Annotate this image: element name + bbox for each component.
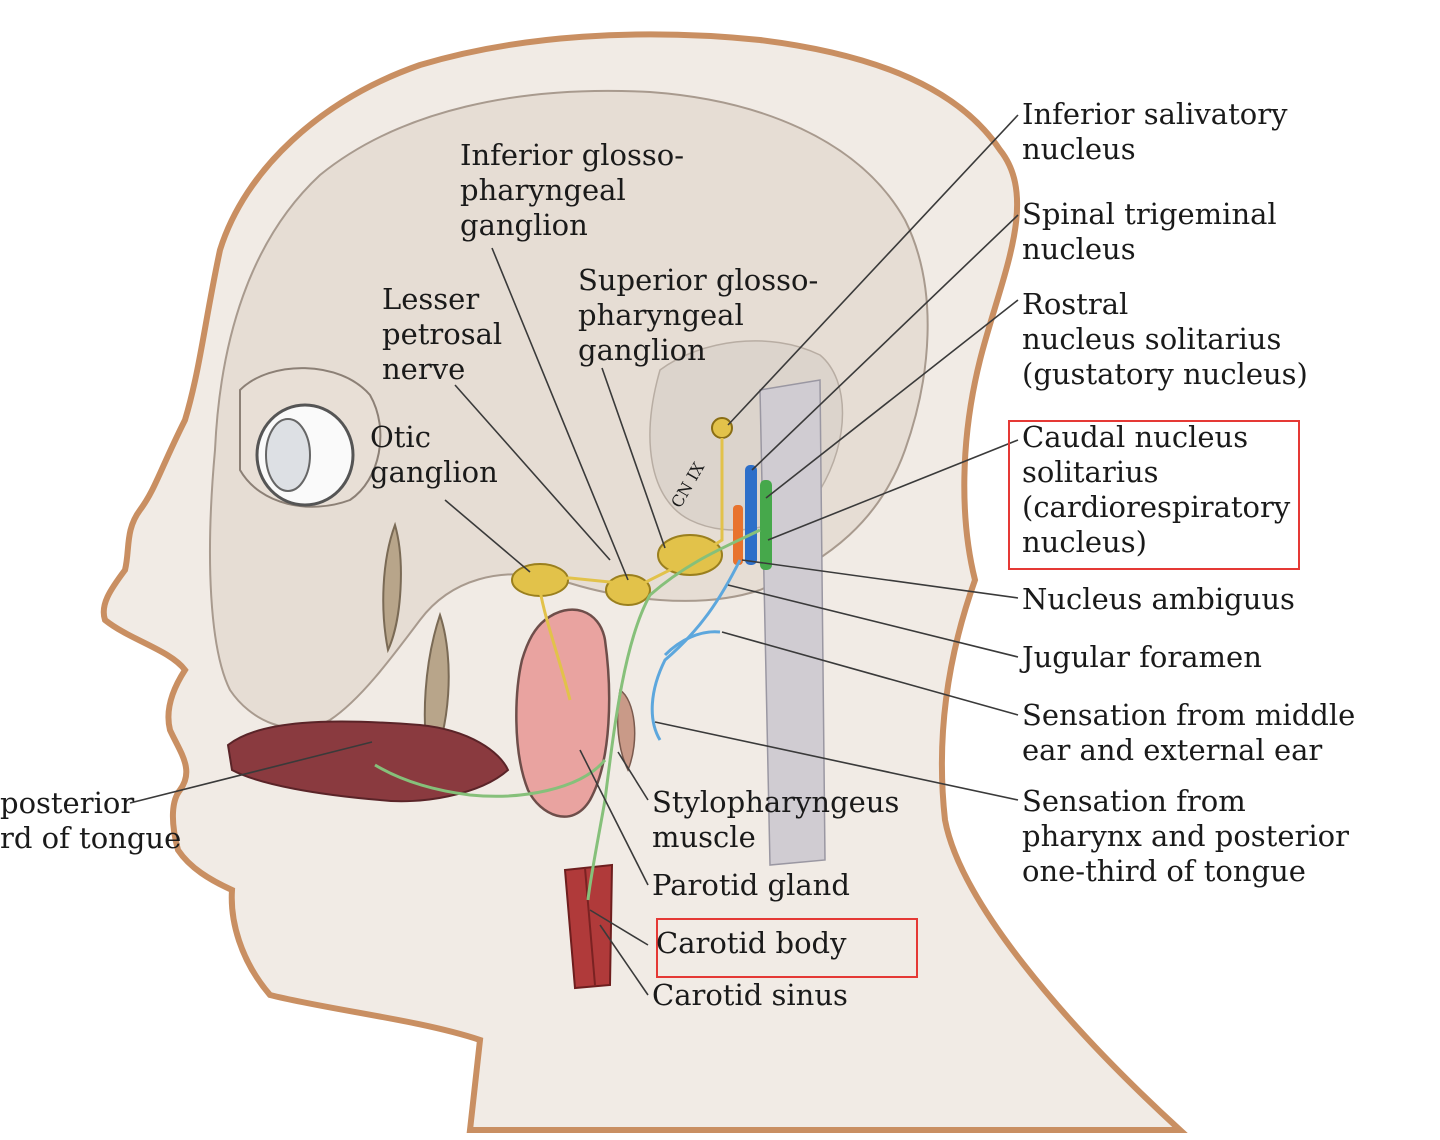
label-line: ear and external ear (1022, 733, 1323, 767)
label-line: pharyngeal (460, 173, 626, 207)
label-rostral-nucleus-solitarius: Rostral nucleus solitarius (gustatory nu… (1022, 287, 1308, 392)
inferior-salivatory-nucleus-shape (711, 417, 733, 439)
label-line: Sensation from (1022, 784, 1246, 818)
highlight-box-caudal-nucleus (1008, 420, 1300, 570)
label-line: ganglion (578, 333, 706, 367)
zygomatic-bone (382, 521, 402, 654)
label-lesser-petrosal-nerve: Lesser petrosal nerve (382, 282, 502, 387)
label-line: (gustatory nucleus) (1022, 357, 1308, 391)
label-line: nucleus (1022, 132, 1136, 166)
label-inferior-glossopharyngeal-ganglion: Inferior glosso- pharyngeal ganglion (460, 138, 684, 243)
spinal-trigeminal-nucleus-shape (745, 465, 757, 565)
nerve-fiber-blue (650, 559, 742, 741)
label-line: Spinal trigeminal (1022, 197, 1277, 231)
label-line: one-third of tongue (1022, 854, 1306, 888)
label-sensation-pharynx: Sensation from pharynx and posterior one… (1022, 784, 1349, 889)
label-stylopharyngeus-muscle: Stylopharyngeus muscle (652, 785, 899, 855)
nerve-fiber-green (586, 528, 761, 901)
label-caudal-nucleus-solitarius: Caudal nucleus solitarius (cardiorespira… (1022, 420, 1290, 560)
label-line: nucleus) (1022, 525, 1147, 559)
nerve-fiber-blue-ear (663, 630, 721, 657)
pupil-shade (265, 418, 311, 492)
label-spinal-trigeminal-nucleus: Spinal trigeminal nucleus (1022, 197, 1277, 267)
superior-ganglion-shape (657, 534, 723, 576)
label-superior-glossopharyngeal-ganglion: Superior glosso- pharyngeal ganglion (578, 263, 818, 368)
label-line: Inferior salivatory (1022, 97, 1288, 131)
label-line: nucleus (1022, 232, 1136, 266)
label-line: Inferior glosso- (460, 138, 685, 172)
label-jugular-foramen: Jugular foramen (1022, 640, 1262, 674)
nucleus-ambiguus-shape (733, 505, 743, 565)
nucleus-solitarius-shape (760, 480, 772, 570)
label-otic-ganglion: Otic ganglion (370, 420, 498, 490)
label-line: muscle (652, 820, 756, 854)
label-line: pharyngeal (578, 298, 744, 332)
label-line: solitarius (1022, 455, 1159, 489)
label-inferior-salivatory-nucleus: Inferior salivatory nucleus (1022, 97, 1287, 167)
label-carotid-body: Carotid body (656, 926, 847, 960)
carotid-artery (563, 863, 614, 990)
label-line: Caudal nucleus (1022, 420, 1249, 454)
label-line: ganglion (460, 208, 588, 242)
label-sensation-ear: Sensation from middle ear and external e… (1022, 698, 1355, 768)
label-line: pharynx and posterior (1022, 819, 1349, 853)
label-line: ganglion (370, 455, 498, 489)
tongue (226, 720, 510, 803)
nerve-fiber-green-tongue (374, 759, 607, 798)
label-line: (cardiorespiratory (1022, 490, 1291, 524)
highlight-box-carotid-body (656, 918, 918, 978)
label-line: Rostral (1022, 287, 1129, 321)
parotid-gland-shape (515, 608, 611, 818)
label-line: rd of tongue (0, 821, 182, 855)
leader-lines (129, 114, 1019, 996)
label-line: Stylopharyngeus (652, 785, 900, 819)
label-parotid-gland: Parotid gland (652, 868, 850, 902)
spinal-cord (759, 379, 826, 866)
nerve-fiber-yellow (539, 438, 724, 587)
label-line: Lesser (382, 282, 480, 316)
nerve-fiber-yellow-parotid (538, 589, 572, 701)
label-posterior-third-tongue: posterior rd of tongue (0, 786, 181, 856)
label-line: Otic (370, 420, 431, 454)
label-line: nerve (382, 352, 466, 386)
label-line: petrosal (382, 317, 503, 351)
label-line: nucleus solitarius (1022, 322, 1282, 356)
label-carotid-sinus: Carotid sinus (652, 978, 848, 1012)
label-nucleus-ambiguus: Nucleus ambiguus (1022, 582, 1295, 616)
label-line: Superior glosso- (578, 263, 819, 297)
label-line: Sensation from middle (1022, 698, 1356, 732)
label-line: posterior (0, 786, 135, 820)
carotid-bifurcation (584, 867, 596, 986)
